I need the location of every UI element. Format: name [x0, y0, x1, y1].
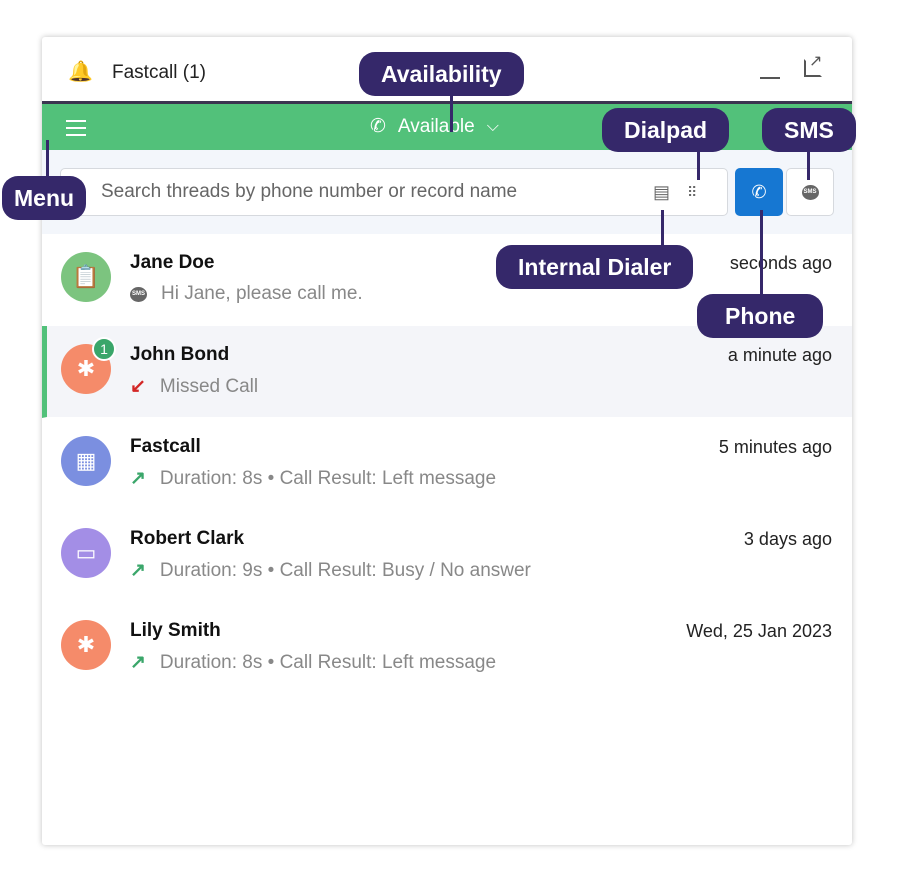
thread-time: 3 days ago [743, 529, 832, 549]
building-icon: ▦ [61, 436, 111, 486]
missed-call-icon: ↙ [130, 376, 146, 397]
fastcall-window: 🔔 Fastcall (1) ✆ Available ⌵ Search thre… [42, 37, 852, 845]
callout-line [807, 150, 810, 180]
thread-time: 5 minutes ago [718, 437, 832, 457]
phone-icon: ✆ [751, 181, 767, 202]
thread-preview: Missed Call [159, 375, 259, 397]
thread-preview: Duration: 8s • Call Result: Left message [159, 467, 497, 489]
callout-line [697, 150, 700, 180]
person-icon: ✱ [61, 620, 111, 670]
thread-time: seconds ago [729, 253, 832, 273]
search-placeholder: Search threads by phone number or record… [101, 181, 518, 202]
menu-icon[interactable] [66, 120, 86, 136]
availability-label: Available [397, 115, 475, 137]
unread-badge: 1 [92, 337, 116, 361]
thread-name: John Bond [130, 344, 230, 365]
callout-availability: Availability [359, 52, 524, 96]
status-bar: ✆ Available ⌵ [42, 104, 852, 150]
callout-menu: Menu [2, 176, 87, 220]
outgoing-call-icon: ↗ [130, 468, 146, 489]
thread-name: Lily Smith [130, 620, 221, 641]
thread-item[interactable]: ▦ Fastcall 5 minutes ago ↗ Duration: 8s •… [42, 418, 852, 510]
thread-time: Wed, 25 Jan 2023 [686, 621, 832, 641]
thread-preview: Duration: 9s • Call Result: Busy / No an… [159, 559, 531, 581]
title-bar: 🔔 Fastcall (1) [42, 37, 852, 104]
callout-internal-dialer: Internal Dialer [496, 245, 694, 289]
callout-line [46, 140, 49, 180]
contact-card-icon: ▭ [61, 528, 111, 578]
clipboard-icon: 📋 [61, 252, 111, 302]
availability-dropdown[interactable]: ✆ Available ⌵ [370, 115, 499, 138]
chevron-down-icon: ⌵ [486, 117, 499, 135]
ringing-bell-icon: 🔔 [68, 61, 93, 83]
sms-icon: SMS [130, 286, 147, 302]
thread-name: Fastcall [130, 436, 201, 457]
phone-icon: ✆ [370, 116, 386, 137]
dialpad-icon[interactable]: ⠿ [687, 184, 697, 200]
window-title: Fastcall (1) [112, 62, 206, 83]
callout-line [450, 96, 453, 132]
thread-item[interactable]: ▭ Robert Clark 3 days ago ↗ Duration: 9s … [42, 510, 852, 602]
thread-item[interactable]: ✱ 1 John Bond a minute ago ↙Missed Call [42, 326, 852, 418]
thread-item[interactable]: ✱ Lily Smith Wed, 25 Jan 2023 ↗ Duration:… [42, 602, 852, 694]
thread-name: Robert Clark [130, 528, 245, 549]
callout-line [760, 210, 763, 296]
callout-sms: SMS [762, 108, 856, 152]
minimize-button[interactable] [760, 77, 780, 79]
thread-name: Jane Doe [130, 252, 215, 273]
thread-preview: Hi Jane, please call me. [161, 283, 363, 304]
callout-phone: Phone [697, 294, 824, 338]
search-area: Search threads by phone number or record… [42, 150, 852, 234]
thread-preview: Duration: 8s • Call Result: Left message [159, 651, 497, 673]
thread-time: a minute ago [727, 345, 832, 365]
sms-button[interactable]: SMS [786, 168, 834, 216]
address-book-icon[interactable]: ▤ [653, 182, 671, 202]
sms-icon: SMS [801, 184, 819, 200]
thread-item[interactable]: 📋 Jane Doe seconds ago SMS Hi Jane, pleas… [42, 234, 852, 326]
popout-button[interactable] [804, 51, 822, 77]
outgoing-call-icon: ↗ [130, 560, 146, 581]
callout-line [661, 210, 664, 246]
outgoing-call-icon: ↗ [130, 652, 146, 673]
search-input[interactable]: Search threads by phone number or record… [60, 168, 728, 216]
phone-button[interactable]: ✆ [735, 168, 783, 216]
callout-dialpad: Dialpad [602, 108, 730, 152]
